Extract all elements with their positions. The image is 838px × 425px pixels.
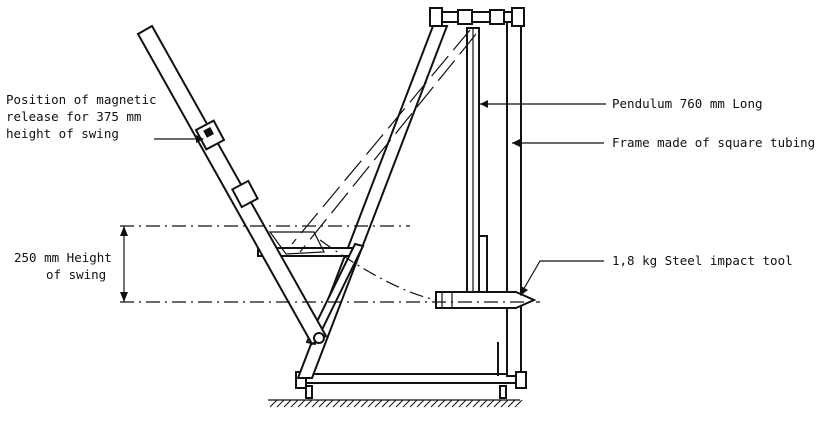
hatch-mark bbox=[269, 399, 278, 408]
height-of-swing-label-line-1: 250 mm Height bbox=[14, 250, 112, 265]
reference-lines bbox=[120, 225, 540, 303]
leader-lines bbox=[154, 100, 606, 296]
hatch-mark bbox=[297, 399, 306, 408]
hatch-mark bbox=[353, 399, 362, 408]
hatch-mark bbox=[465, 399, 474, 408]
hatch-mark bbox=[276, 399, 285, 408]
pendulum-label: Pendulum 760 mm Long bbox=[612, 96, 763, 111]
hatch-mark bbox=[325, 399, 334, 408]
hatch-mark bbox=[374, 399, 383, 408]
hatch-mark bbox=[304, 399, 313, 408]
hatch-mark bbox=[409, 399, 418, 408]
release-tube bbox=[136, 24, 328, 346]
hatch-mark bbox=[311, 399, 320, 408]
a-frame-legs bbox=[257, 25, 449, 379]
hatch-mark bbox=[451, 399, 460, 408]
hatch-mark bbox=[318, 399, 327, 408]
hatch-mark bbox=[388, 399, 397, 408]
hatch-mark bbox=[423, 399, 432, 408]
hatch-mark bbox=[430, 399, 439, 408]
magnetic-release-label-line-2: release for 375 mm bbox=[6, 109, 141, 124]
hatch-mark bbox=[339, 399, 348, 408]
hatch-mark bbox=[444, 399, 453, 408]
hatch-mark bbox=[458, 399, 467, 408]
frame-label: Frame made of square tubing bbox=[612, 135, 815, 150]
hatch-mark bbox=[402, 399, 411, 408]
hatch-mark bbox=[290, 399, 299, 408]
hatch-mark bbox=[472, 399, 481, 408]
magnetic-release-label-line-1: Position of magnetic bbox=[6, 92, 157, 107]
hatch-mark bbox=[381, 399, 390, 408]
impact-tool bbox=[435, 291, 537, 309]
hatch-mark bbox=[332, 399, 341, 408]
hatch-mark bbox=[479, 399, 488, 408]
hatch-mark bbox=[416, 399, 425, 408]
magnetic-release-label-line-3: height of swing bbox=[6, 126, 119, 141]
height-of-swing-label-line-2: of swing bbox=[46, 267, 106, 282]
hatch-mark bbox=[514, 399, 523, 408]
hatch-mark bbox=[437, 399, 446, 408]
hatch-mark bbox=[500, 399, 509, 408]
pendulum bbox=[466, 27, 488, 301]
impact-tool-label: 1,8 kg Steel impact tool bbox=[612, 253, 793, 268]
hatch-mark bbox=[493, 399, 502, 408]
ground-hatch bbox=[268, 399, 523, 408]
swing-arc-ghost bbox=[268, 29, 477, 301]
hatch-mark bbox=[360, 399, 369, 408]
hatch-mark bbox=[507, 399, 516, 408]
frame bbox=[295, 7, 527, 399]
hatch-mark bbox=[367, 399, 376, 408]
hatch-mark bbox=[346, 399, 355, 408]
hatch-mark bbox=[283, 399, 292, 408]
hatch-mark bbox=[486, 399, 495, 408]
hatch-mark bbox=[395, 399, 404, 408]
